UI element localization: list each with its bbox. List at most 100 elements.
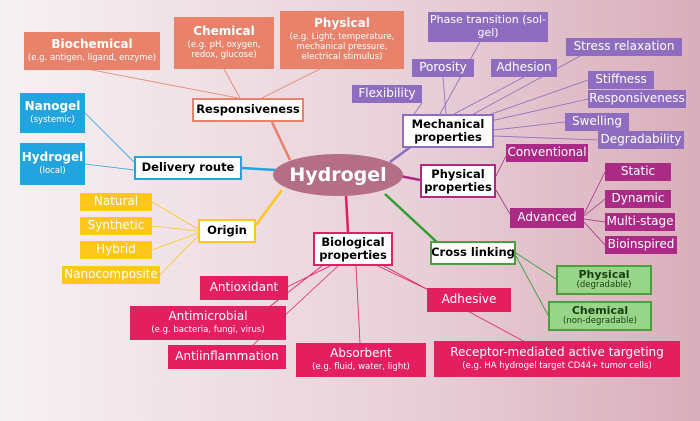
swelling-box: Swelling [565,113,629,131]
branch-line [469,55,581,117]
nanogel-desc: (systemic) [30,115,75,126]
branch-line [515,255,549,316]
nanogel-label: Nanogel [24,99,81,114]
branch-line [495,189,511,215]
flexibility-label: Flexibility [358,86,416,101]
crosslink-chemical-label: Chemical [571,303,629,317]
stress-relaxation-label: Stress relaxation [573,39,675,54]
porosity-label: Porosity [419,60,467,75]
origin-item-synthetic: Synthetic [80,217,152,235]
advanced-item-label: Static [620,164,656,179]
origin-item-natural: Natural [80,193,152,211]
main-branch-line [254,189,284,226]
category-delivery-route-label: Delivery route [141,160,235,175]
conventional-label: Conventional [507,145,587,160]
advanced-item-label: Multi-stage [606,214,674,229]
branch-line [439,41,481,115]
adhesive-label: Adhesive [441,292,497,307]
receptor-targeting-box: Receptor-mediated active targeting (e.g.… [434,341,680,377]
advanced-label: Advanced [517,210,577,225]
advanced-item-label: Bioinspired [607,237,675,252]
antiinflammation-label: Antiinflammation [175,349,279,364]
branch-line [261,68,321,99]
category-physical-properties-label: Physical properties [424,166,492,194]
category-physical-properties: Physical properties [420,164,496,198]
branch-line [453,76,525,115]
branch-line [479,79,589,119]
phase-transition-label: Phase transition (sol-gel) [429,13,547,39]
main-branch-line [384,193,441,246]
crosslink-physical-label: Physical [578,267,630,281]
origin-item-hybrid: Hybrid [80,241,152,259]
origin-item-label: Synthetic [87,218,145,233]
main-branch-line [241,166,277,172]
advanced-item-dynamic: Dynamic [605,190,671,208]
nanogel-box: Nanogel (systemic) [20,93,85,133]
degradability-box: Degradability [598,131,684,149]
degradability-label: Degradability [600,132,682,147]
category-responsiveness: Responsiveness [192,98,304,122]
biochemical-box: Biochemical (e.g. antigen, ligand, enzym… [24,32,160,70]
branch-line [493,121,566,131]
chemical-stimulus-desc: (e.g. pH, oxygen, redox, glucose) [187,40,261,60]
hydrogel-local-desc: (local) [39,166,66,177]
origin-item-label: Hybrid [96,242,136,257]
crosslink-chemical-desc: (non-degradable) [563,316,637,327]
absorbent-box: Absorbent (e.g. fluid, water, light) [296,343,426,377]
antimicrobial-desc: (e.g. bacteria, fungi, virus) [151,325,265,336]
branch-line [151,201,199,230]
main-branch-line [399,174,421,182]
branch-line [91,69,239,99]
branch-line [583,171,606,215]
hydrogel-center-node: Hydrogel [273,154,403,196]
category-origin: Origin [198,219,256,243]
branch-line [583,218,606,223]
branch-line [84,112,135,163]
branch-line [493,135,599,141]
branch-line [84,163,135,171]
hydrogel-local-box: Hydrogel (local) [20,143,85,185]
advanced-item-multi-stage: Multi-stage [605,213,675,231]
stiffness-box: Stiffness [588,71,654,89]
antiinflammation-box: Antiinflammation [168,345,286,369]
chemical-stimulus-box: Chemical (e.g. pH, oxygen, redox, glucos… [174,17,274,69]
branch-line [485,98,589,123]
main-branch-line [344,195,350,233]
phase-transition-box: Phase transition (sol-gel) [428,12,548,42]
origin-item-nanocomposite: Nanocomposite [62,266,160,284]
stiffness-label: Stiffness [595,72,647,87]
adhesion-label: Adhesion [496,60,552,75]
advanced-item-label: Dynamic [611,191,665,206]
category-cross-linking-label: Cross linking [431,245,515,260]
porosity-box: Porosity [412,59,474,77]
branch-line [355,265,361,344]
crosslink-physical-desc: (degradable) [576,280,632,291]
antimicrobial-box: Antimicrobial (e.g. bacteria, fungi, vir… [130,306,286,340]
category-delivery-route: Delivery route [134,156,242,180]
category-responsiveness-label: Responsiveness [196,102,300,117]
physical-stimulus-label: Physical [314,16,370,31]
category-biological-properties: Biological properties [313,232,393,266]
branch-line [442,76,447,115]
category-mechanical-properties-label: Mechanical properties [411,116,485,144]
absorbent-label: Absorbent [330,346,392,361]
branch-line [159,235,199,276]
mech-responsiveness-label: Responsiveness [589,91,685,106]
category-origin-label: Origin [207,223,247,238]
adhesive-box: Adhesive [427,288,511,312]
hydrogel-local-label: Hydrogel [21,150,84,165]
absorbent-desc: (e.g. fluid, water, light) [312,362,410,373]
main-branch-line [270,121,292,161]
branch-line [151,232,199,251]
antioxidant-box: Antioxidant [200,276,288,300]
advanced-box: Advanced [510,208,584,228]
physical-stimulus-box: Physical (e.g. Light, temperature, mecha… [280,11,404,69]
crosslink-chemical-box: Chemical (non-degradable) [548,301,652,331]
branch-line [495,155,507,177]
branch-line [239,265,339,358]
biochemical-label: Biochemical [51,37,133,52]
branch-line [583,198,606,217]
advanced-item-static: Static [605,163,671,181]
